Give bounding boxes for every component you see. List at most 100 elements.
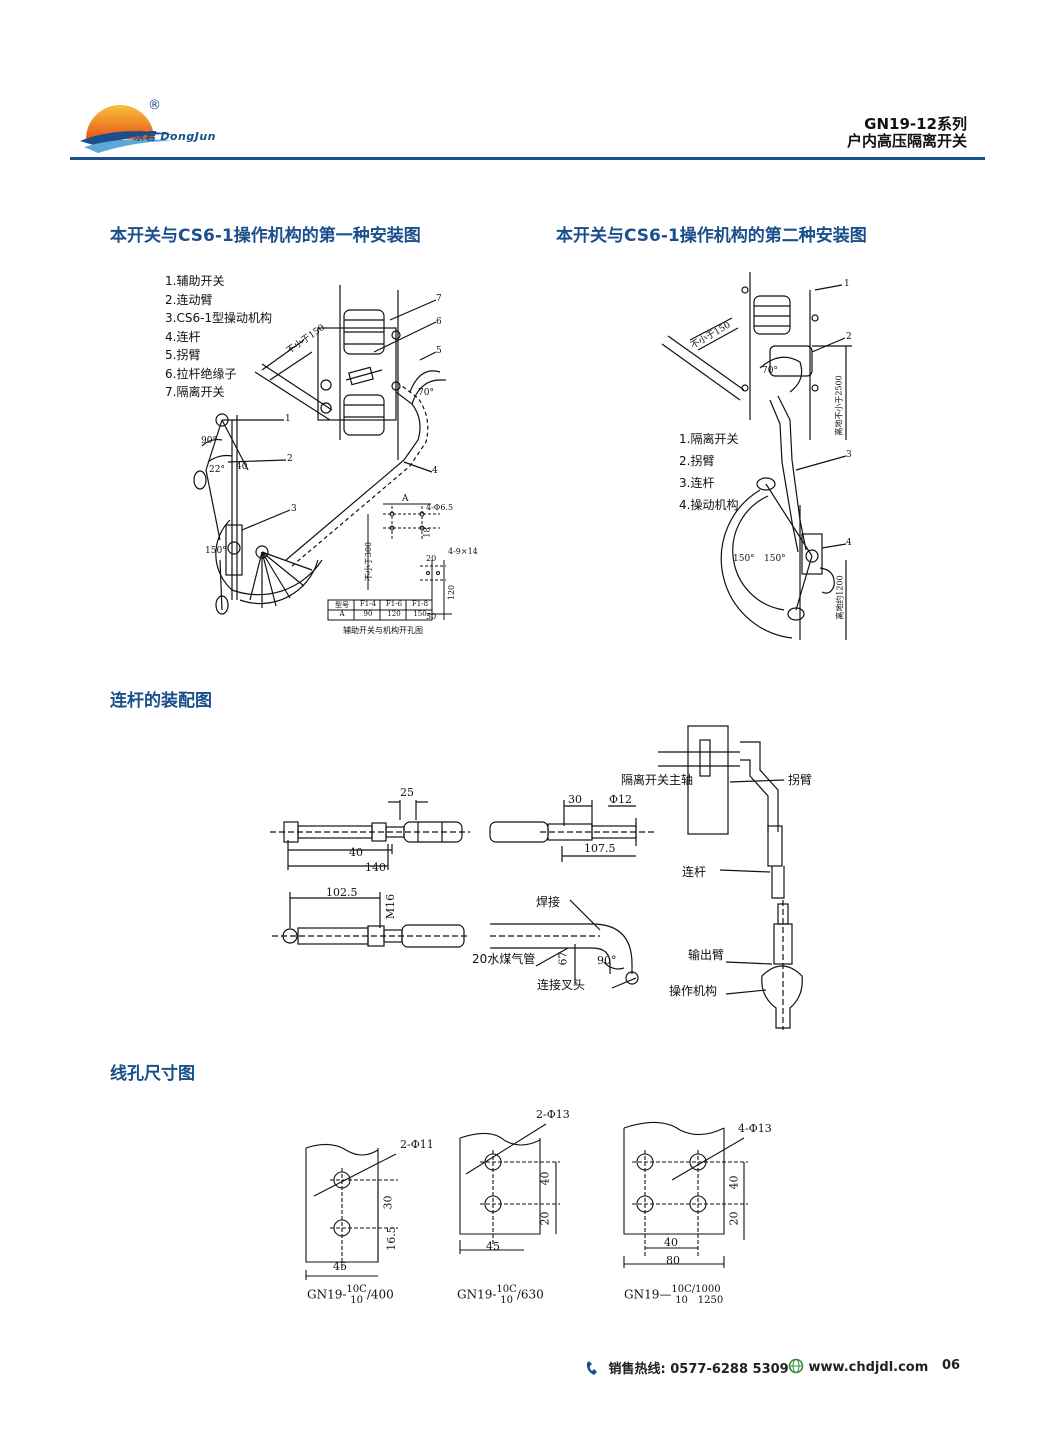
- table-cell: 150: [413, 610, 427, 618]
- website-link[interactable]: www.chdjdl.com: [808, 1360, 929, 1375]
- header-divider: [70, 157, 985, 160]
- table-header-cell: F1-8: [411, 600, 429, 608]
- model-suffix: /630: [516, 1287, 544, 1302]
- dim-80: 80: [666, 1254, 680, 1267]
- page-number: 06: [942, 1358, 961, 1373]
- dim-angle150: 150°: [205, 546, 227, 556]
- footer-website[interactable]: www.chdjdl.com: [788, 1358, 928, 1380]
- table-cell: A: [339, 610, 345, 618]
- dim-angle90: 90°: [201, 436, 217, 446]
- dim-40: 40: [538, 1171, 552, 1186]
- dim-40: 40: [664, 1236, 678, 1249]
- part-number: 3: [846, 450, 852, 460]
- label-weld: 焊接: [536, 895, 561, 909]
- phone-icon: [586, 1361, 597, 1375]
- header-title-series: GN19-12系列: [864, 115, 967, 133]
- fraction-top: 10C: [496, 1284, 517, 1295]
- hole-drawings: [305, 1121, 748, 1280]
- install2-drawing: [661, 272, 852, 640]
- dim-45: 45: [486, 1240, 500, 1253]
- part-number: 2: [846, 332, 852, 342]
- dim-30: 30: [381, 1195, 395, 1210]
- part-number: 1: [844, 279, 850, 289]
- install1-title: 本开关与CS6-1操作机构的第一种安装图: [110, 226, 421, 246]
- label-main-shaft: 隔离开关主轴: [621, 773, 694, 787]
- brand-name-cn: 东君: [133, 130, 156, 143]
- brand-name-en: DongJun: [160, 130, 216, 143]
- model-prefix: GN19—: [624, 1287, 672, 1302]
- model-prefix: GN19-: [307, 1287, 347, 1302]
- hole-caption: 辅助开关与机构开孔图: [343, 626, 423, 635]
- part-number: 4: [846, 538, 852, 548]
- table-header-cell: F1-4: [359, 600, 377, 608]
- dim-45: 45: [333, 1260, 347, 1273]
- legend-item: 5.拐臂: [165, 348, 201, 362]
- dim-40: 40: [349, 846, 363, 859]
- model-suffix: /400: [366, 1287, 394, 1302]
- dim-30: 30: [568, 793, 582, 806]
- legend-item: 4.连杆: [165, 329, 201, 344]
- part-number: 4: [432, 466, 438, 476]
- part-number: 5: [436, 346, 442, 356]
- header-title: GN19-12系列 户内高压隔离开关: [847, 116, 967, 150]
- install2-title: 本开关与CS6-1操作机构的第二种安装图: [556, 226, 867, 246]
- dim-25: 25: [400, 786, 414, 799]
- dim-phi12: Φ12: [609, 793, 633, 806]
- part-number: 6: [436, 317, 442, 327]
- install1-legend: 1.辅助开关 2.连动臂 3.CS6-1型操动机构 4.连杆 5.拐臂 6.拉杆…: [165, 272, 272, 402]
- dim-angle150: 150°: [733, 554, 755, 564]
- legend-item: 1.辅助开关: [165, 274, 225, 288]
- fraction-bottom: 10: [675, 1295, 688, 1306]
- table-header-cell: F1-6: [385, 600, 403, 608]
- install2-legend: 1.隔离开关 2.拐臂 3.连杆 4.操动机构: [679, 428, 738, 516]
- legend-item: 7.隔离开关: [165, 385, 225, 399]
- footer-hotline: 销售热线: 0577-6288 5309: [584, 1358, 789, 1380]
- fraction-bottom: 10: [350, 1295, 363, 1306]
- table-cell: 90: [363, 610, 373, 618]
- part-number: 1: [285, 414, 291, 424]
- label-rod: 连杆: [682, 865, 707, 879]
- part-number: 3: [291, 504, 297, 514]
- dim-angle70: 70°: [418, 388, 434, 398]
- dim-angle70: 70°: [762, 366, 778, 376]
- brand-logo: [80, 95, 250, 155]
- install1-drawing: [193, 285, 452, 621]
- label-mechanism: 操作机构: [669, 984, 718, 998]
- hole-spec: 2-Φ11: [400, 1138, 434, 1151]
- legend-item: 3.连杆: [679, 476, 715, 490]
- hole-spec: 4-Φ13: [738, 1122, 772, 1135]
- dim-140: 140: [365, 861, 386, 874]
- legend-item: 4.操动机构: [679, 498, 739, 512]
- table-cell: 120: [387, 610, 401, 618]
- dim-107-5: 107.5: [584, 842, 616, 855]
- legend-item: 3.CS6-1型操动机构: [165, 311, 273, 325]
- part-number: 2: [287, 454, 293, 464]
- fraction-bottom: 10: [500, 1295, 513, 1306]
- dim-hole-A: A: [402, 494, 409, 504]
- dim-angle150: 150°: [764, 554, 786, 564]
- label-crank: 拐臂: [788, 773, 813, 787]
- suffix-bottom: 1250: [697, 1295, 724, 1306]
- dim-40: 40: [727, 1175, 741, 1190]
- legend-item: 6.拉杆绝缘子: [165, 366, 237, 381]
- dim-50: 50: [426, 612, 437, 621]
- model-prefix: GN19-: [457, 1287, 497, 1302]
- globe-icon: [788, 1358, 804, 1374]
- suffix-top: /1000: [691, 1284, 721, 1295]
- hotline-text: 销售热线: 0577-6288 5309: [608, 1362, 789, 1377]
- legend-item: 2.连动臂: [165, 292, 213, 307]
- legend-item: 1.隔离开关: [679, 432, 739, 446]
- dim-102-5: 102.5: [326, 886, 358, 899]
- dim-angle22: 22°: [209, 465, 225, 475]
- linkage-title: 连杆的装配图: [110, 691, 212, 711]
- hole-spec: 2-Φ13: [536, 1108, 570, 1121]
- part-number: 7: [436, 294, 442, 304]
- dim-16-5: 16.5: [384, 1226, 398, 1251]
- fraction-top: 10C: [346, 1284, 367, 1295]
- label-fork: 连接叉头: [537, 978, 586, 992]
- sun-wave-logo-icon: [80, 105, 176, 153]
